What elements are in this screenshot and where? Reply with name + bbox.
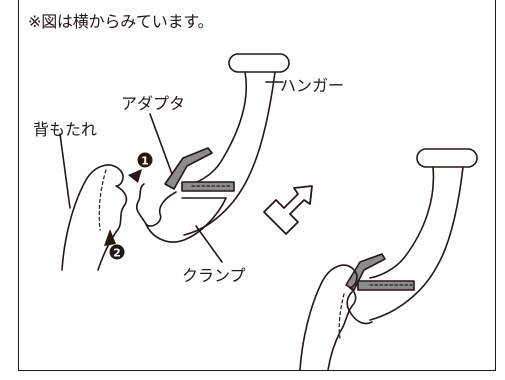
backrest-left [61, 164, 128, 271]
step-2-number: 2 [113, 247, 121, 260]
clamp-left [135, 183, 227, 243]
label-clamp: クランプ [182, 266, 246, 285]
adapter-leader-line [149, 113, 173, 175]
label-hanger: ハンガー [280, 76, 345, 95]
clamp-right [346, 291, 373, 325]
label-adapter: アダプタ [121, 94, 186, 113]
hanger-right [369, 148, 478, 321]
step-2-arrow [104, 229, 116, 246]
diagram-note: ※図は横からみています。 [28, 12, 214, 31]
step-1-badge [137, 152, 153, 168]
adapter-left [164, 147, 235, 192]
label-backrest: 背もたれ [33, 120, 98, 139]
transition-arrow [263, 185, 313, 235]
clamp-leader-line [195, 225, 223, 263]
step-1-arrow [128, 169, 142, 183]
step-2-badge [109, 244, 125, 260]
diagram-frame [18, 0, 496, 371]
backrest-right [299, 264, 358, 371]
step-1-number: 1 [141, 155, 149, 168]
backrest-leader-line [59, 133, 71, 209]
